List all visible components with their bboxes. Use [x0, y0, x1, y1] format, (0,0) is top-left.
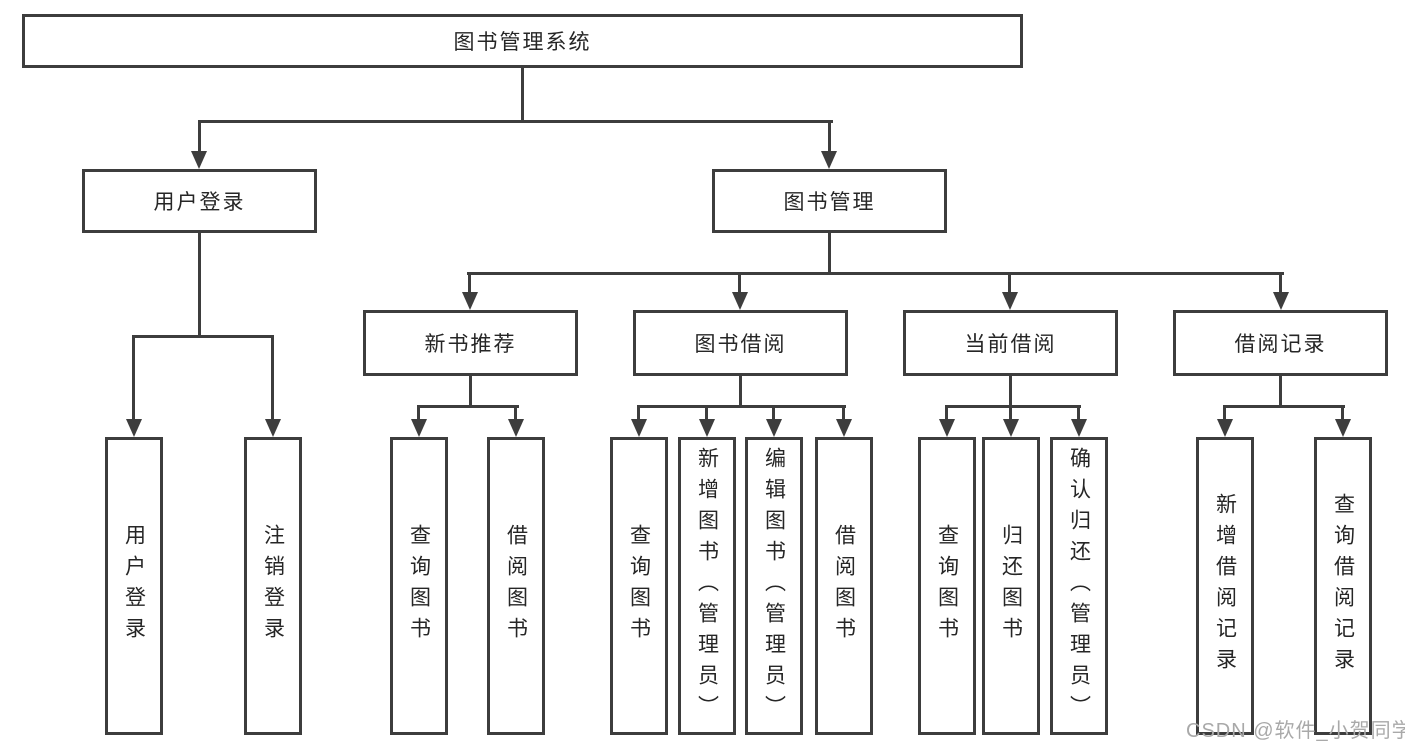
node-book-management: 图书管理: [712, 169, 947, 233]
csdn-watermark: CSDN @软件_小贺同学: [1186, 720, 1405, 742]
node-book-management-label: 图书管理: [783, 191, 876, 214]
leaf-logout: 注销登录: [244, 437, 302, 735]
arrow-down-icon: [1003, 419, 1019, 437]
arrow-down-icon: [699, 419, 715, 437]
node-current-borrow: 当前借阅: [903, 310, 1118, 376]
connector-stub-user-login: [198, 120, 201, 153]
arrow-down-icon: [766, 419, 782, 437]
leaf-newbooks-borrow-books-label: 借阅图书: [504, 524, 528, 648]
arrow-down-icon: [1217, 419, 1233, 437]
arrow-down-icon: [265, 419, 281, 437]
leaf-borrow-edit-books-admin: 编辑图书（管理员）: [745, 437, 803, 735]
leaf-records-query-record: 查询借阅记录: [1314, 437, 1372, 735]
leaf-borrow-borrow-books-label: 借阅图书: [832, 524, 856, 648]
arrow-down-icon: [462, 292, 478, 310]
arrow-down-icon: [1071, 419, 1087, 437]
connector-stub-book-management: [828, 120, 831, 153]
arrow-down-icon: [508, 419, 524, 437]
connector-stub-leaf: [705, 405, 708, 421]
connector-records-down: [1279, 376, 1282, 407]
node-root: 图书管理系统: [22, 14, 1023, 68]
leaf-borrow-add-books-admin: 新增图书（管理员）: [678, 437, 736, 735]
connector-stub-leaf: [417, 405, 420, 421]
arrow-down-icon: [939, 419, 955, 437]
connector-stub-leaf: [842, 405, 845, 421]
node-root-label: 图书管理系统: [453, 31, 592, 54]
connector-root-down: [521, 68, 524, 120]
leaf-user-login-label: 用户登录: [122, 524, 146, 648]
connector-newbooks-horizontal: [417, 405, 519, 408]
connector-stub-leaf: [637, 405, 640, 421]
node-borrow-records-label: 借阅记录: [1234, 333, 1327, 356]
arrow-down-icon: [836, 419, 852, 437]
connector-stub-leaf: [1009, 405, 1012, 421]
connector-newbooks-down: [469, 376, 472, 407]
connector-stub-leaf: [271, 335, 274, 421]
connector-bookborrow-horizontal: [637, 405, 846, 408]
connector-records-horizontal: [1223, 405, 1345, 408]
arrow-down-icon: [1273, 292, 1289, 310]
leaf-records-add-record-label: 新增借阅记录: [1213, 493, 1237, 679]
leaf-current-query-books: 查询图书: [918, 437, 976, 735]
leaf-borrow-edit-books-admin-label: 编辑图书（管理员）: [762, 446, 786, 726]
connector-book-management-down: [828, 233, 831, 275]
leaf-current-return-books: 归还图书: [982, 437, 1040, 735]
node-current-borrow-label: 当前借阅: [964, 333, 1057, 356]
connector-stub-leaf: [1223, 405, 1226, 421]
leaf-current-confirm-return-admin: 确认归还（管理员）: [1050, 437, 1108, 735]
connector-bookborrow-down: [739, 376, 742, 407]
leaf-records-add-record: 新增借阅记录: [1196, 437, 1254, 735]
arrow-down-icon: [1335, 419, 1351, 437]
leaf-newbooks-query-books: 查询图书: [390, 437, 448, 735]
node-new-book-recommend: 新书推荐: [363, 310, 578, 376]
connector-level3-horizontal: [467, 272, 1284, 275]
leaf-records-query-record-label: 查询借阅记录: [1331, 493, 1355, 679]
connector-stub-leaf: [1341, 405, 1344, 421]
connector-user-login-down: [198, 233, 201, 337]
leaf-user-login: 用户登录: [105, 437, 163, 735]
connector-stub-leaf: [132, 335, 135, 421]
connector-user-login-horizontal: [132, 335, 274, 338]
node-book-borrow-label: 图书借阅: [694, 333, 787, 356]
leaf-newbooks-borrow-books: 借阅图书: [487, 437, 545, 735]
leaf-current-query-books-label: 查询图书: [935, 524, 959, 648]
leaf-borrow-query-books: 查询图书: [610, 437, 668, 735]
arrow-down-icon: [411, 419, 427, 437]
leaf-newbooks-query-books-label: 查询图书: [407, 524, 431, 648]
leaf-borrow-borrow-books: 借阅图书: [815, 437, 873, 735]
connector-stub-leaf: [1077, 405, 1080, 421]
leaf-borrow-add-books-admin-label: 新增图书（管理员）: [695, 446, 719, 726]
arrow-down-icon: [732, 292, 748, 310]
connector-stub-level3: [738, 272, 741, 294]
arrow-down-icon: [126, 419, 142, 437]
node-user-login-label: 用户登录: [153, 191, 246, 214]
connector-stub-leaf: [514, 405, 517, 421]
leaf-current-confirm-return-admin-label: 确认归还（管理员）: [1067, 446, 1091, 726]
arrow-down-icon: [631, 419, 647, 437]
leaf-logout-label: 注销登录: [261, 524, 285, 648]
connector-stub-leaf: [945, 405, 948, 421]
connector-stub-leaf: [772, 405, 775, 421]
connector-currentborrow-horizontal: [945, 405, 1081, 408]
arrow-down-icon: [821, 151, 837, 169]
leaf-borrow-query-books-label: 查询图书: [627, 524, 651, 648]
node-new-book-recommend-label: 新书推荐: [424, 333, 517, 356]
arrow-down-icon: [1002, 292, 1018, 310]
connector-currentborrow-down: [1009, 376, 1012, 407]
connector-stub-level3: [1008, 272, 1011, 294]
node-borrow-records: 借阅记录: [1173, 310, 1388, 376]
arrow-down-icon: [191, 151, 207, 169]
connector-level2-horizontal: [198, 120, 833, 123]
node-book-borrow: 图书借阅: [633, 310, 848, 376]
node-user-login: 用户登录: [82, 169, 317, 233]
connector-stub-level3: [1279, 272, 1282, 294]
connector-stub-level3: [468, 272, 471, 294]
leaf-current-return-books-label: 归还图书: [999, 524, 1023, 648]
